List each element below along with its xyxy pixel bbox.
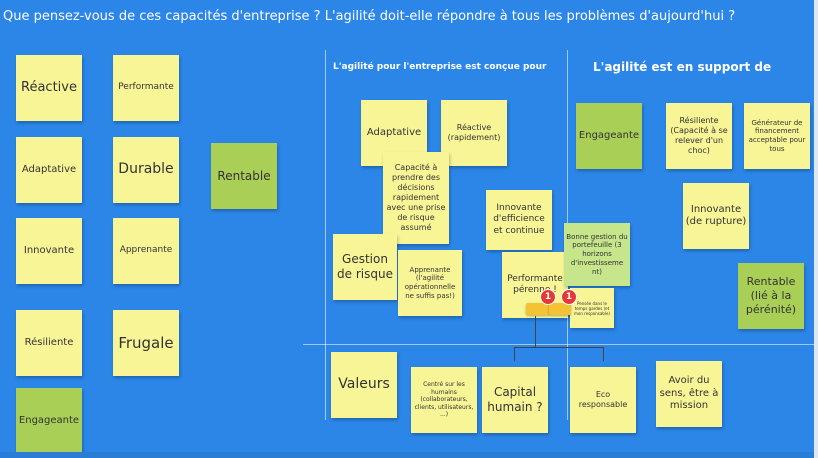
comment-marker-2[interactable] — [549, 303, 571, 315]
bottom-edge — [0, 452, 818, 458]
sticky-centre-humains[interactable]: Centré sur les humains (collaborateurs, … — [411, 367, 477, 433]
sticky-innovante-efficience[interactable]: Innovante d'efficience et continue — [486, 190, 552, 250]
sticky-reactive[interactable]: Réactive — [16, 55, 82, 121]
sticky-performante[interactable]: Performante — [113, 55, 179, 121]
section-left-title: L'agilité pour l'entreprise est conçue p… — [333, 62, 547, 72]
connector-branch-right — [603, 347, 604, 361]
connector-vertical — [535, 316, 536, 348]
sticky-rentable-right[interactable]: Rentable (lié à la pérénité) — [738, 263, 804, 329]
sticky-apprenante-left[interactable]: Apprenante — [113, 218, 179, 284]
sticky-reactive-rapidement[interactable]: Réactive (rapidement) — [441, 100, 507, 166]
sticky-resiliente-left[interactable]: Résiliente — [16, 310, 82, 376]
comment-marker-1[interactable] — [526, 303, 550, 315]
sticky-avoir-sens[interactable]: Avoir du sens, être à mission — [656, 361, 722, 427]
sticky-innovante-rupture[interactable]: Innovante (de rupture) — [683, 183, 749, 249]
sticky-apprenante-center[interactable]: Apprenante (l'agilité opérationnelle ne … — [398, 250, 462, 316]
sticky-small-note[interactable]: Pensée dans le temps gardes (et mon resp… — [570, 288, 614, 328]
sticky-bonne-gestion[interactable]: Bonne gestion du portefeuille (3 horizon… — [564, 223, 630, 286]
sticky-resiliente-right[interactable]: Résiliente (Capacité à se relever d'un c… — [666, 103, 732, 169]
sticky-frugale[interactable]: Frugale — [113, 310, 179, 376]
connector-horizontal — [514, 347, 604, 348]
board-title: Que pensez-vous de ces capacités d'entre… — [3, 9, 736, 24]
vertical-scrollbar[interactable] — [814, 0, 818, 458]
comment-count-badge-1[interactable]: 1 — [540, 289, 556, 305]
sticky-valeurs[interactable]: Valeurs — [331, 352, 397, 418]
sticky-innovante-left[interactable]: Innovante — [16, 218, 82, 284]
sticky-generateur[interactable]: Générateur de financement acceptable pou… — [744, 103, 810, 169]
sticky-adaptative-left[interactable]: Adaptative — [16, 137, 82, 203]
connector-branch-left — [514, 347, 515, 361]
vertical-divider-left — [325, 50, 326, 420]
sticky-engageante-right[interactable]: Engageante — [576, 103, 642, 169]
sticky-eco-responsable[interactable]: Eco responsable — [570, 367, 636, 433]
sticky-rentable-mid[interactable]: Rentable — [211, 143, 277, 209]
sticky-engageante-left[interactable]: Engageante — [16, 388, 82, 454]
sticky-capacite-decisions[interactable]: Capacité à prendre des décisions rapidem… — [383, 152, 449, 244]
section-right-title: L'agilité est en support de — [593, 60, 772, 74]
sticky-durable[interactable]: Durable — [113, 137, 179, 203]
horizontal-divider — [303, 344, 815, 345]
comment-count-badge-2[interactable]: 1 — [561, 289, 577, 305]
sticky-gestion-risque[interactable]: Gestion de risque — [333, 234, 397, 300]
sticky-capital-humain[interactable]: Capital humain ? — [482, 367, 548, 433]
